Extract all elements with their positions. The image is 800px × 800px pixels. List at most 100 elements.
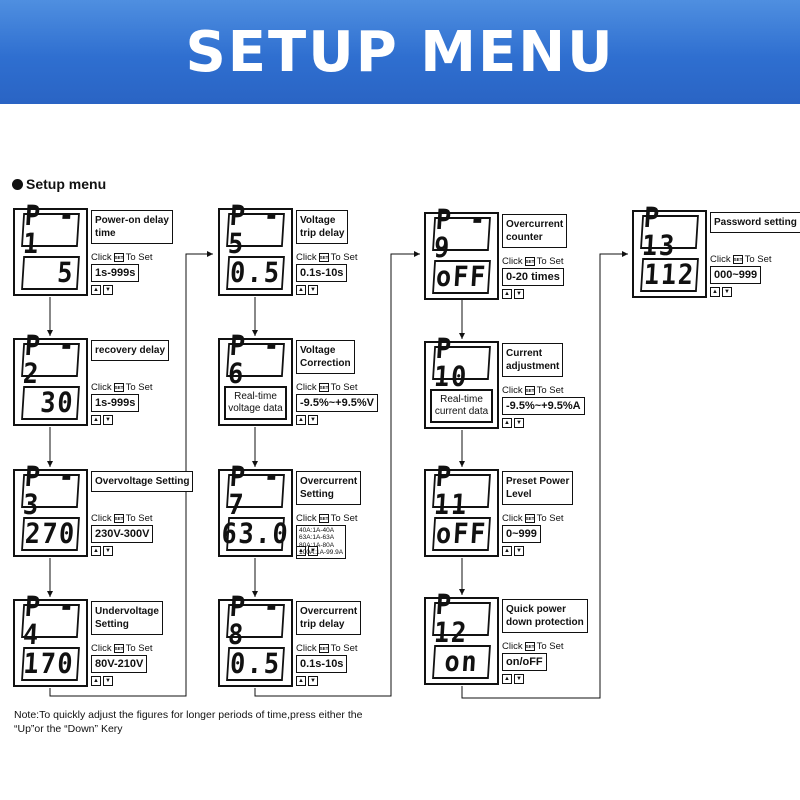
to-set-text: To Set [330, 382, 358, 393]
value-display: 112 [640, 258, 699, 292]
range-box: on/oFF [502, 653, 547, 671]
up-arrow-icon: ▲ [296, 676, 306, 686]
range-line: 40A:1A-40A [299, 527, 335, 534]
lcd-device: P - 5 0.5 [218, 199, 293, 296]
down-arrow-icon: ▼ [103, 285, 113, 295]
range-box: 0.1s-10s [296, 655, 348, 673]
setup-step-3: P - 3 270 Overvoltage Setting Click SET … [13, 460, 273, 564]
arrow-keys: ▲ ▼ [502, 674, 524, 684]
section-heading: Setup menu [12, 176, 106, 192]
click-instruction: Click SET To Set [502, 256, 564, 267]
parameter-label: Power-on delay time [91, 210, 173, 244]
parameter-label: Quick power down protection [502, 599, 588, 633]
realtime-display: Real-time current data [430, 389, 493, 423]
click-instruction: Click SET To Set [502, 641, 564, 652]
setup-step-9: P - 9 oFF Overcurrent counter Click SET … [424, 203, 684, 307]
arrow-keys: ▲ ▼ [502, 289, 524, 299]
setup-step-12: P 12 on Quick power down protection Clic… [424, 588, 684, 692]
arrow-keys: ▲ ▼ [91, 546, 113, 556]
setup-step-7: P - 7 63.0 Overcurrent Setting Click SET… [218, 460, 478, 564]
down-arrow-icon: ▼ [308, 415, 318, 425]
up-arrow-icon: ▲ [91, 285, 101, 295]
lcd-device: P - 6 Real-time voltage data [218, 329, 293, 426]
parameter-label: Voltage Correction [296, 340, 355, 374]
parameter-label: Overcurrent Setting [296, 471, 362, 505]
down-arrow-icon: ▼ [103, 546, 113, 556]
parameter-label: recovery delay [91, 340, 170, 361]
parameter-label: Password setting [710, 212, 800, 233]
setup-step-13: P 13 112 Password setting Click SET To S… [632, 201, 800, 305]
range-box: 0~999 [502, 525, 541, 543]
to-set-text: To Set [125, 643, 153, 654]
display-line-1: Real-time [440, 393, 483, 405]
set-key-icon: SET [113, 253, 124, 262]
setup-step-11: P 11 oFF Preset Power Level Click SET To… [424, 460, 684, 564]
to-set-text: To Set [536, 256, 564, 267]
setup-step-4: P - 4 170 Undervoltage Setting Click SET… [13, 590, 273, 694]
range-box: 230V-300V [91, 525, 154, 543]
footnote: Note:To quickly adjust the figures for l… [14, 709, 363, 736]
banner-title: SETUP MENU [185, 19, 615, 85]
down-arrow-icon: ▼ [514, 674, 524, 684]
up-arrow-icon: ▲ [296, 415, 306, 425]
range-box: 000~999 [710, 266, 762, 284]
click-instruction: Click SET To Set [296, 382, 358, 393]
parameter-code-display: P - 3 [21, 460, 80, 521]
parameter-code-display: P - 9 [432, 203, 491, 264]
arrow-keys: ▲ ▼ [91, 415, 113, 425]
click-text: Click [502, 385, 523, 396]
setup-step-5: P - 5 0.5 Voltage trip delay Click SET T… [218, 199, 478, 303]
lcd-device: P 11 oFF [424, 460, 499, 557]
parameter-label: Voltage trip delay [296, 210, 349, 244]
click-text: Click [296, 513, 317, 524]
range-box: 0-20 times [502, 268, 564, 286]
click-text: Click [91, 252, 112, 263]
value-display: oFF [432, 517, 491, 551]
value-display: 30 [21, 386, 80, 420]
to-set-text: To Set [125, 252, 153, 263]
value-display: 170 [21, 647, 80, 681]
range-box: -9.5%~+9.5%A [502, 397, 585, 415]
click-instruction: Click SET To Set [91, 643, 153, 654]
lcd-device: P - 2 30 [13, 329, 88, 426]
click-text: Click [502, 641, 523, 652]
set-key-icon: SET [524, 642, 535, 651]
click-instruction: Click SET To Set [91, 382, 153, 393]
lcd-device: P - 7 63.0 [218, 460, 293, 557]
arrow-keys: ▲ ▼ [710, 287, 732, 297]
range-line: 63A:1A-63A [299, 534, 335, 542]
set-key-icon: SET [113, 514, 124, 523]
parameter-code-display: P - 2 [21, 329, 80, 390]
parameter-label: Overcurrent trip delay [296, 601, 362, 635]
lcd-device: P 13 112 [632, 201, 707, 298]
range-box: 80V-210V [91, 655, 148, 673]
to-set-text: To Set [744, 254, 772, 265]
set-key-icon: SET [524, 386, 535, 395]
set-key-icon: SET [318, 253, 329, 262]
down-arrow-icon: ▼ [514, 418, 524, 428]
setup-step-10: P 10 Real-time current data Current adju… [424, 332, 684, 436]
lcd-device: P 10 Real-time current data [424, 332, 499, 429]
click-instruction: Click SET To Set [91, 252, 153, 263]
click-text: Click [502, 513, 523, 524]
to-set-text: To Set [536, 641, 564, 652]
display-line-2: current data [434, 406, 489, 417]
down-arrow-icon: ▼ [308, 676, 318, 686]
up-arrow-icon: ▲ [91, 546, 101, 556]
up-arrow-icon: ▲ [502, 289, 512, 299]
click-text: Click [91, 382, 112, 393]
parameter-label: Overcurrent counter [502, 214, 568, 248]
value-display: on [432, 645, 491, 679]
arrow-keys: ▲ ▼ [91, 285, 113, 295]
set-key-icon: SET [318, 383, 329, 392]
up-arrow-icon: ▲ [91, 415, 101, 425]
parameter-code-display: P 11 [432, 460, 491, 521]
parameter-code-display: P - 6 [226, 329, 285, 390]
parameter-label: Undervoltage Setting [91, 601, 163, 635]
down-arrow-icon: ▼ [514, 546, 524, 556]
click-instruction: Click SET To Set [296, 513, 358, 524]
click-instruction: Click SET To Set [502, 513, 564, 524]
up-arrow-icon: ▲ [502, 546, 512, 556]
bullet-icon [12, 178, 23, 190]
